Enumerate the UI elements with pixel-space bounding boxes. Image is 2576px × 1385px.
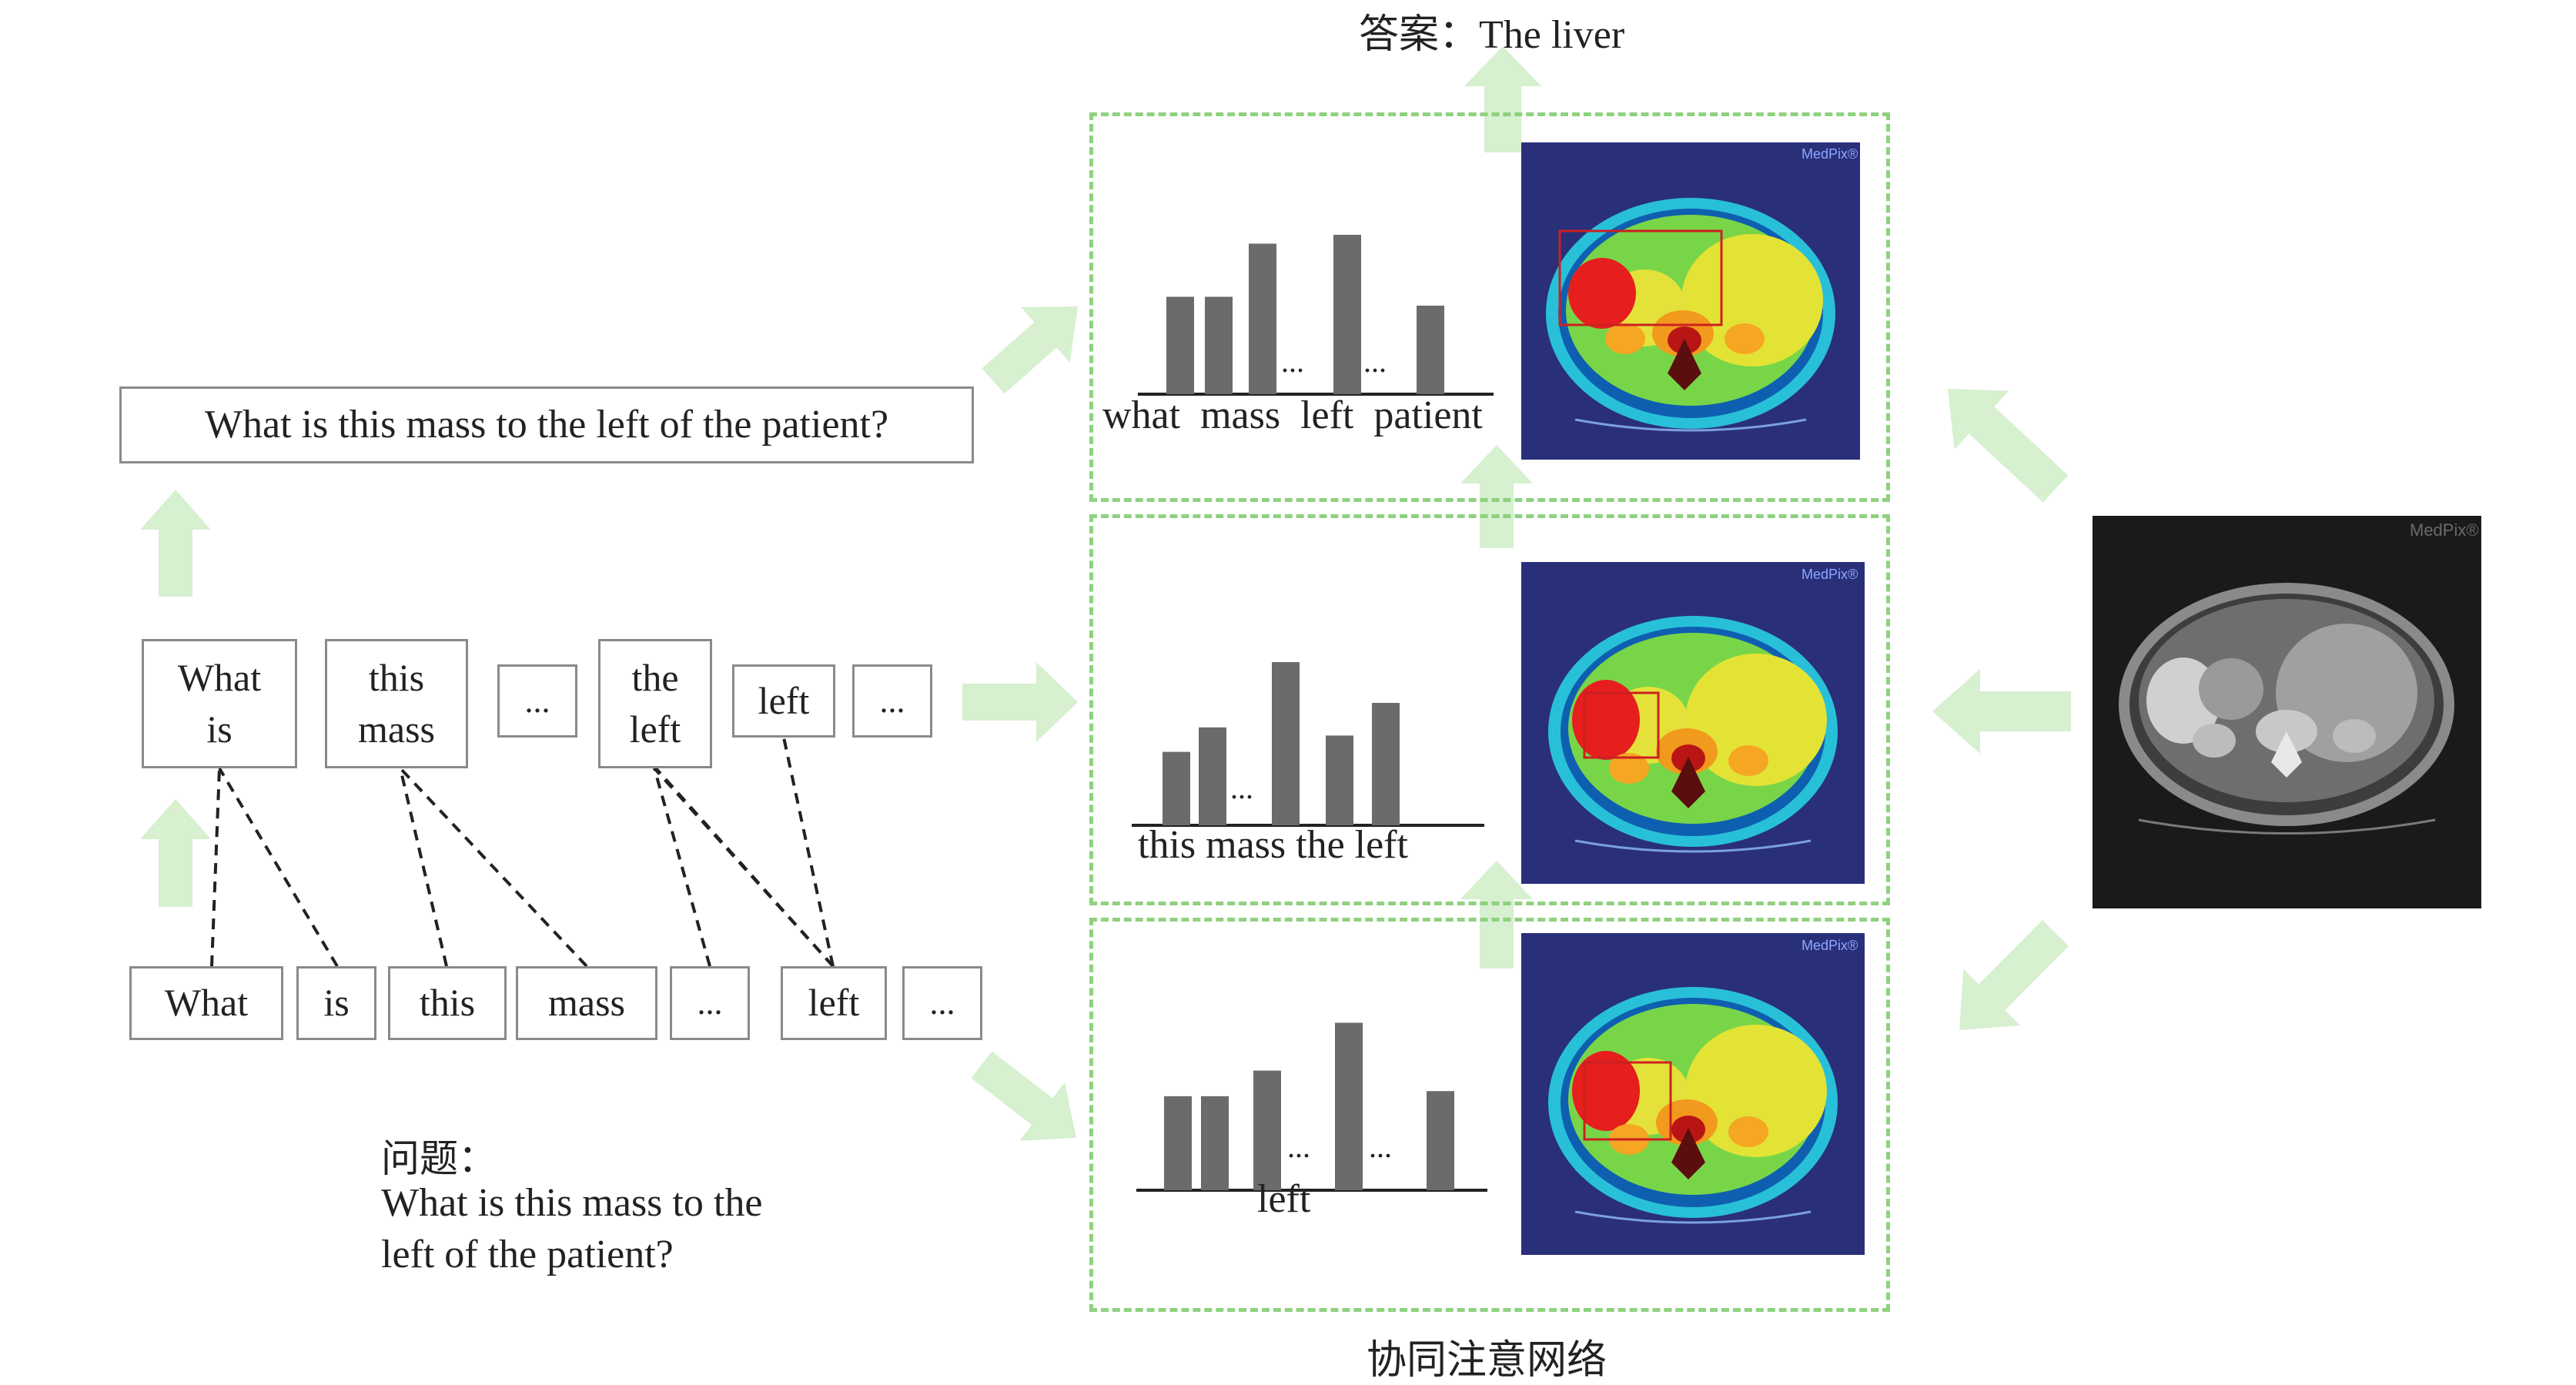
flow-arrow [1460, 445, 1533, 548]
phrase-box: What is [142, 639, 297, 768]
attention-bar [1163, 751, 1190, 825]
ct-heatmap-graphic [1548, 987, 1838, 1224]
phrase-box: the left [598, 639, 712, 768]
attention-link-line [654, 767, 835, 968]
word-box: is [296, 966, 376, 1040]
phrase-box: ... [852, 664, 932, 738]
question-caption-label: 问题： [381, 1137, 497, 1180]
flow-arrow [971, 1051, 1076, 1141]
flow-arrow [1464, 46, 1541, 152]
flow-arrow [1460, 861, 1533, 968]
answer-label: 答案：The liver [1359, 13, 1625, 57]
attention-bar [1201, 1096, 1229, 1190]
word-text: is [323, 981, 350, 1025]
word-box: left [781, 966, 887, 1040]
bar-ellipsis: ... [1230, 771, 1253, 805]
word-text: ... [929, 984, 955, 1022]
word-text: ... [697, 984, 723, 1022]
flow-arrow [962, 662, 1078, 742]
attention-link-line [399, 767, 588, 968]
question-caption-line2: left of the patient? [381, 1233, 674, 1276]
attention-panel-bottom [1089, 918, 1890, 1312]
phrase-box: this mass [325, 639, 468, 768]
attention-bar [1427, 1091, 1454, 1190]
phrase-box: ... [497, 664, 577, 738]
attention-bar [1333, 235, 1361, 394]
medpix-label: MedPix® [2410, 520, 2479, 540]
word-box: this [388, 966, 507, 1040]
phrase-line: is [206, 708, 233, 751]
phrase-line: left [758, 678, 810, 722]
flow-arrow [140, 490, 211, 597]
word-box: ... [902, 966, 982, 1040]
attention-bar [1326, 735, 1353, 825]
bar-ellipsis: ... [1287, 1129, 1310, 1164]
word-box: ... [670, 966, 750, 1040]
word-text: this [419, 981, 476, 1025]
phrase-line: the [631, 655, 679, 699]
question-caption-line1: What is this mass to the [381, 1181, 763, 1225]
phrase-line: mass [358, 708, 435, 751]
flow-arrow [982, 306, 1078, 394]
attention-panel-top [1089, 112, 1890, 502]
phrase-box: left [732, 664, 835, 738]
attention-bar [1164, 1096, 1192, 1190]
phrase-line: What [177, 655, 262, 699]
flow-arrow [140, 799, 211, 907]
ct-attention-map [1521, 933, 1865, 1255]
word-text: left [808, 981, 860, 1025]
bar-ellipsis: ... [1363, 344, 1387, 379]
attention-bar [1249, 243, 1276, 394]
question-level-text: What is this mass to the left of the pat… [204, 402, 889, 447]
panel-axis-text: what mass left patient [1102, 393, 1483, 437]
phrase-line: this [368, 655, 425, 699]
bar-ellipsis: ... [1369, 1129, 1392, 1164]
bar-ellipsis: ... [1281, 344, 1304, 379]
attention-bar [1372, 703, 1400, 825]
attention-link-line [210, 768, 221, 967]
panel-axis-text: left [1257, 1177, 1311, 1221]
attention-bar [1205, 296, 1233, 394]
ct-attention-map [1521, 142, 1860, 460]
medpix-label: MedPix® [1802, 567, 1858, 582]
attention-bar [1417, 306, 1444, 394]
flow-arrow [1948, 389, 2069, 503]
flow-arrow [1932, 669, 2071, 754]
attention-bar [1335, 1022, 1363, 1190]
ct-heatmap-graphic [1548, 616, 1838, 853]
attention-link-line [782, 737, 835, 967]
attention-link-line [653, 768, 711, 967]
medpix-label: MedPix® [1802, 146, 1858, 162]
word-text: mass [548, 981, 625, 1025]
attention-bar [1199, 727, 1226, 825]
word-text: What [164, 981, 249, 1025]
question-level-box: What is this mass to the left of the pat… [119, 386, 974, 463]
attention-bar [1253, 1070, 1281, 1190]
word-box: What [129, 966, 283, 1040]
attention-bar [1272, 662, 1300, 825]
attention-link-line [399, 768, 448, 967]
ct-attention-map [1521, 562, 1865, 884]
attention-link-line [218, 767, 339, 968]
medpix-label: MedPix® [1802, 938, 1858, 953]
attention-panel-middle [1089, 514, 1890, 905]
network-caption: 协同注意网络 [1367, 1339, 1607, 1383]
flow-arrow [1959, 920, 2069, 1030]
phrase-line: ... [524, 681, 550, 720]
ct-original-graphic [2119, 583, 2454, 835]
attention-bar [1166, 296, 1194, 394]
phrase-line: left [629, 708, 681, 751]
word-box: mass [516, 966, 657, 1040]
phrase-line: ... [879, 681, 905, 720]
ct-original-image [2093, 516, 2481, 908]
panel-axis-text: this mass the left [1138, 823, 1408, 867]
ct-heatmap-graphic [1546, 198, 1835, 432]
